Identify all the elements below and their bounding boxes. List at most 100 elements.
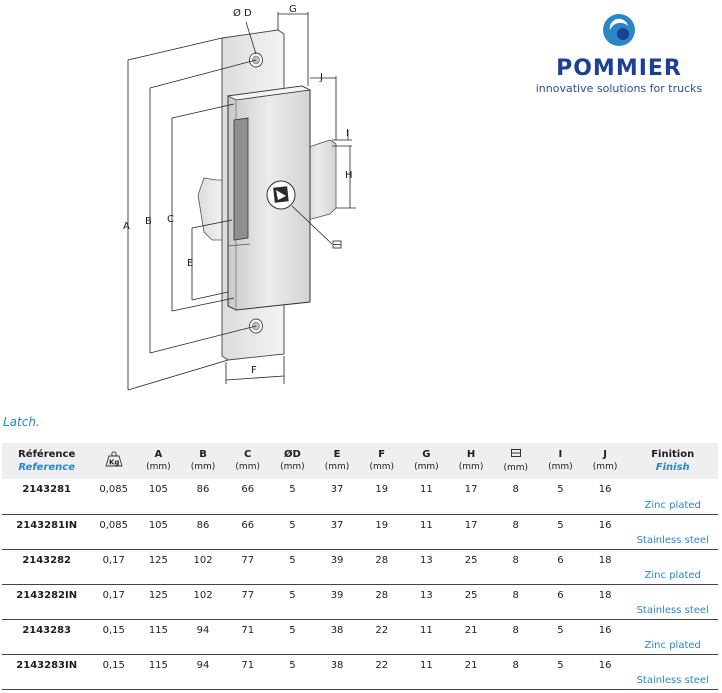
header-h: H (mm) [449, 443, 494, 479]
latch-technical-drawing: Ø D G J I H A B C E F [123, 4, 356, 391]
label-b: B [145, 216, 152, 227]
cell-c: 77 [225, 584, 271, 620]
cell-reference: 2143283IN [2, 654, 92, 690]
cell-od: 5 [270, 479, 315, 515]
cell-j: 16 [582, 514, 628, 550]
cell-finish: Zinc plated [627, 479, 718, 515]
header-c-label: C [244, 449, 252, 460]
label-j: J [319, 72, 323, 83]
header-j-unit: (mm) [592, 462, 618, 472]
cell-square: 8 [493, 479, 539, 515]
cell-weight: 0,085 [91, 514, 137, 550]
header-g-label: G [422, 449, 431, 460]
cell-i: 6 [538, 549, 583, 585]
cell-j: 16 [582, 654, 628, 690]
header-a-label: A [154, 449, 163, 460]
header-f-unit: (mm) [369, 462, 394, 472]
cell-e: 39 [314, 549, 360, 585]
header-b-unit: (mm) [190, 462, 216, 472]
cell-weight: 0,15 [91, 619, 137, 655]
label-c: C [167, 214, 174, 225]
header-i-label: I [558, 449, 563, 460]
header-c: C (mm) [225, 443, 270, 479]
cell-h: 21 [448, 654, 494, 690]
header-j: J(mm) [583, 443, 628, 479]
header-od: ØD(mm) [270, 443, 315, 479]
header-square: (mm) [493, 443, 538, 479]
header-h-label: H [466, 449, 476, 460]
cell-g: 11 [404, 619, 449, 655]
spec-table: Référence Reference Kg A (mm) B (mm) C (mm)… [2, 443, 718, 690]
label-i: I [346, 128, 349, 139]
table-row: 2143283IN 0,15 115 94 71 5 38 22 11 21 8… [2, 654, 718, 690]
header-reference-en: Reference [18, 462, 76, 473]
cell-reference: 2143283 [2, 619, 92, 655]
cell-f: 22 [359, 654, 405, 690]
cell-e: 38 [314, 654, 360, 690]
cell-c: 77 [225, 549, 271, 585]
cell-a: 125 [136, 549, 181, 585]
cell-weight: 0,15 [91, 654, 137, 690]
cell-j: 16 [582, 479, 628, 515]
weight-icon: Kg [105, 451, 123, 467]
cell-g: 13 [404, 584, 449, 620]
label-g: G [289, 4, 297, 15]
header-square-unit: (mm) [503, 462, 529, 473]
cell-j: 16 [582, 619, 628, 655]
cell-square: 8 [493, 619, 539, 655]
header-c-unit: (mm) [235, 462, 260, 472]
cell-finish: Stainless steel [627, 514, 718, 550]
brand-tagline: innovative solutions for trucks [535, 82, 703, 95]
cell-e: 37 [314, 514, 360, 550]
cell-reference: 2143281IN [2, 514, 92, 550]
header-i: I (mm) [538, 443, 583, 479]
table-row: 2143283 0,15 115 94 71 5 38 22 11 21 8 5… [2, 619, 718, 655]
square-key-icon [510, 448, 521, 457]
label-h: H [345, 170, 353, 181]
cell-c: 71 [225, 654, 271, 690]
header-h-unit: (mm) [458, 462, 484, 472]
header-b-label: B [199, 449, 207, 460]
cell-square: 8 [493, 584, 539, 620]
cell-b: 86 [180, 514, 226, 550]
cell-weight: 0,17 [91, 584, 137, 620]
header-finish: Finition Finish [627, 443, 718, 479]
cell-g: 11 [404, 479, 449, 515]
cell-weight: 0,17 [91, 549, 137, 585]
label-f: F [251, 365, 257, 376]
cell-f: 19 [359, 514, 405, 550]
label-a: A [123, 221, 130, 232]
header-f: F(mm) [359, 443, 404, 479]
cell-h: 21 [448, 619, 494, 655]
weight-unit-label: Kg [109, 459, 119, 467]
cell-g: 11 [404, 654, 449, 690]
pommier-globe-icon [603, 14, 635, 46]
header-weight: Kg [91, 443, 136, 479]
header-i-unit: (mm) [548, 462, 573, 472]
figure-caption: Latch. [3, 415, 40, 429]
cell-a: 105 [136, 479, 181, 515]
cell-od: 5 [270, 654, 315, 690]
header-finish-fr: Finition [651, 449, 695, 460]
cell-e: 38 [314, 619, 360, 655]
cell-i: 5 [538, 514, 583, 550]
table-row: 2143281 0,085 105 86 66 5 37 19 11 17 8 … [2, 479, 718, 515]
cell-a: 115 [136, 654, 181, 690]
cell-h: 17 [448, 479, 494, 515]
cell-h: 25 [448, 549, 494, 585]
cell-finish: Zinc plated [627, 549, 718, 585]
cell-a: 125 [136, 584, 181, 620]
brand-name: POMMIER [556, 56, 682, 81]
header-reference-fr: Référence [18, 449, 76, 460]
cell-b: 94 [180, 619, 226, 655]
cell-weight: 0,085 [91, 479, 137, 515]
cell-square: 8 [493, 654, 539, 690]
cell-b: 102 [180, 584, 226, 620]
cell-f: 19 [359, 479, 405, 515]
cell-od: 5 [270, 584, 315, 620]
cell-i: 5 [538, 619, 583, 655]
cell-e: 37 [314, 479, 360, 515]
cell-i: 5 [538, 479, 583, 515]
cell-c: 66 [225, 479, 271, 515]
cell-c: 71 [225, 619, 271, 655]
